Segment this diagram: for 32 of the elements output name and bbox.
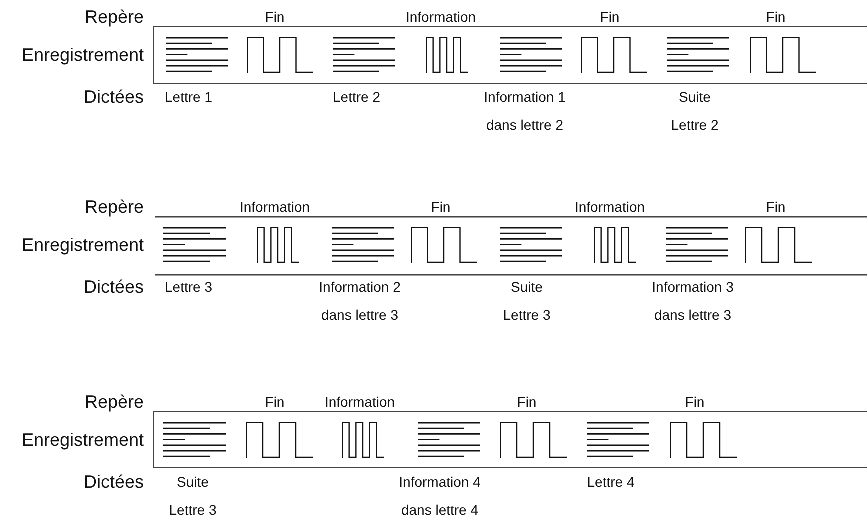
row-title: Repère — [84, 6, 144, 28]
dictation-label: Lettre 2 — [333, 88, 380, 107]
marker-label: Information — [574, 198, 646, 216]
marker-label: Fin — [517, 393, 537, 411]
marker-label: Fin — [766, 198, 786, 216]
dictation-label: Suite Lettre 3 — [502, 278, 552, 325]
dictation-label: Lettre 1 — [165, 88, 212, 107]
marker-label: Information — [324, 393, 396, 411]
dictation-label: Information 2 dans lettre 3 — [318, 278, 402, 325]
marker-label: Information — [406, 8, 476, 26]
row-title: Dictées — [82, 276, 144, 298]
marker-label: Fin — [431, 198, 451, 216]
dictation-label: Information 4 dans lettre 4 — [398, 473, 482, 520]
row-title: Repère — [84, 391, 144, 413]
row-title: Repère — [84, 196, 144, 218]
dictation-label: Lettre 3 — [165, 278, 212, 297]
marker-label: Fin — [265, 8, 285, 26]
marker-label: Fin — [265, 393, 285, 411]
row-title: Dictées — [82, 86, 144, 108]
dictation-label: Information 3 dans lettre 3 — [651, 278, 735, 325]
dictation-label: Suite Lettre 3 — [168, 473, 218, 520]
marker-label: Fin — [600, 8, 620, 26]
dictation-label: Suite Lettre 2 — [670, 88, 720, 135]
marker-label: Fin — [766, 8, 786, 26]
marker-label: Information — [240, 198, 310, 216]
dictation-label: Lettre 4 — [586, 473, 636, 492]
row-title: Dictées — [82, 471, 144, 493]
marker-label: Fin — [685, 393, 705, 411]
row-title: Enregistrement — [20, 234, 144, 256]
dictation-label: Information 1 dans lettre 2 — [483, 88, 567, 135]
row-title: Enregistrement — [20, 44, 144, 66]
row-title: Enregistrement — [20, 429, 144, 451]
